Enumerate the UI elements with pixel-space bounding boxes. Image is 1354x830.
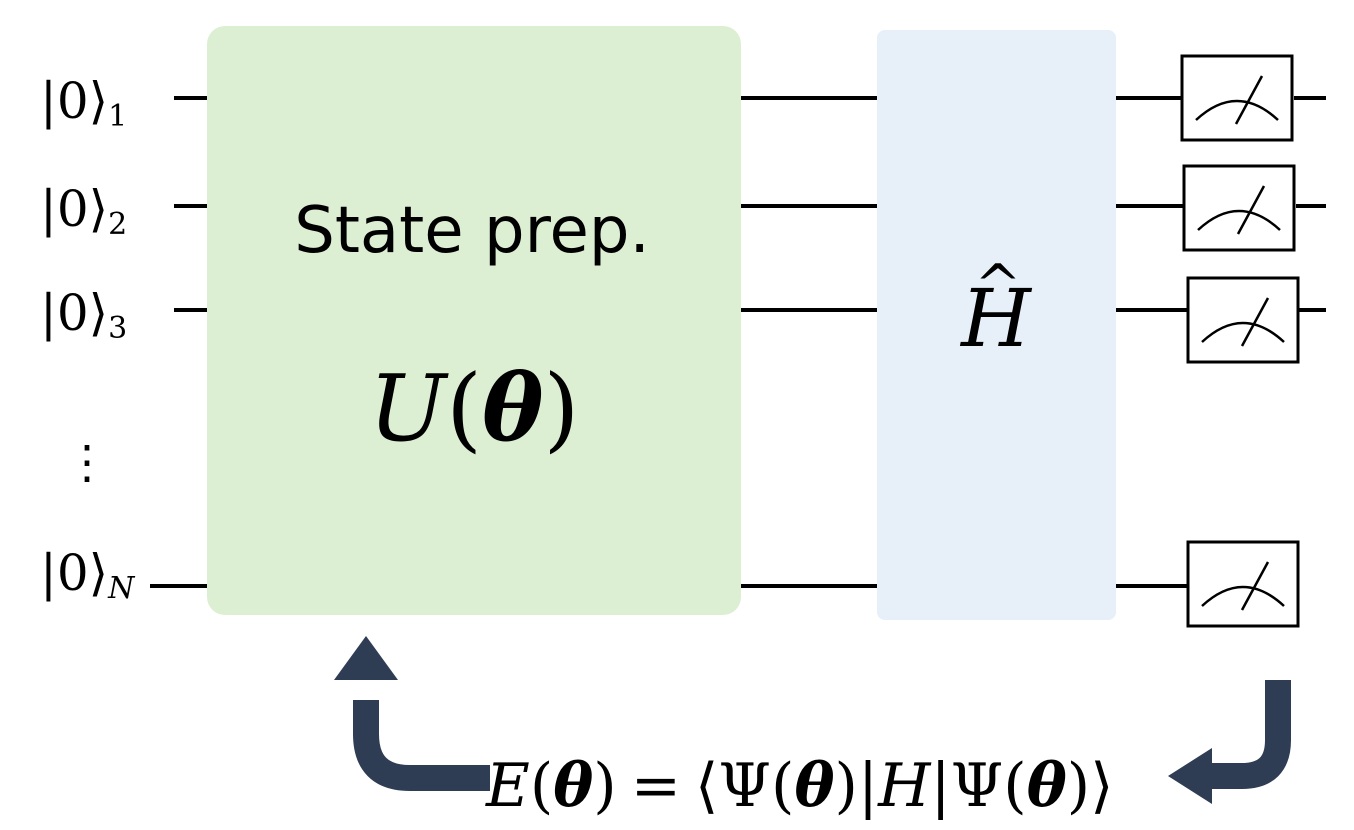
measurement-meter-icon [1180, 54, 1294, 142]
qubit-label-n: |0⟩N [40, 544, 136, 606]
qubit-label-1: |0⟩1 [40, 72, 127, 134]
measurement-meter-icon [1186, 276, 1300, 364]
hamiltonian-block [877, 30, 1116, 620]
feedback-arrow-return [1200, 680, 1291, 789]
state-prep-title: State prep. [294, 194, 650, 268]
up-arrowhead-icon [334, 636, 398, 680]
feedback-loop [353, 680, 1291, 791]
qubit-label-2: |0⟩2 [40, 180, 127, 242]
feedback-arrow-up [353, 700, 490, 791]
energy-expectation-formula: E(θ)=⟨Ψ(θ)|H|Ψ(θ)⟩ [485, 751, 1114, 821]
left-arrowhead-icon [1168, 748, 1212, 804]
qubit-wires [150, 96, 1326, 588]
state-prep-operator: U(θ) [369, 354, 580, 462]
measurement-meters [1180, 54, 1300, 628]
qubit-ellipsis: ⋮ [64, 435, 110, 489]
measurement-meter-icon [1182, 164, 1296, 252]
measurement-meter-icon [1186, 540, 1300, 628]
qubit-label-3: |0⟩3 [40, 284, 127, 346]
hamiltonian-hat: ^ [975, 253, 1022, 318]
hamiltonian-symbol: H [959, 272, 1033, 365]
state-preparation-block [207, 26, 741, 615]
qubit-labels: |0⟩1 |0⟩2 |0⟩3 ⋮ |0⟩N [40, 72, 136, 606]
